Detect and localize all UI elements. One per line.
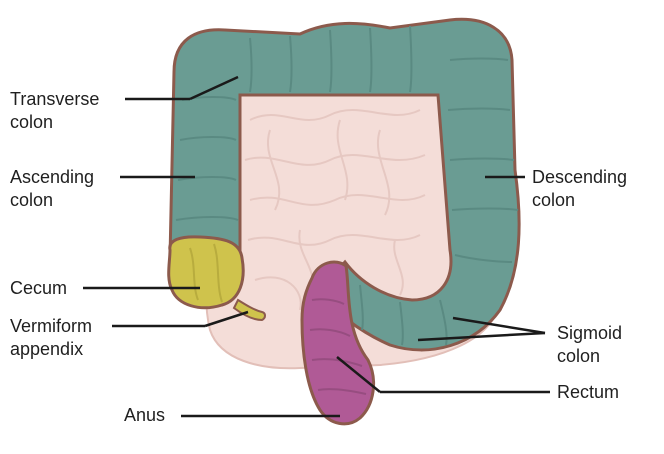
small-intestine	[205, 74, 501, 370]
leader-line-sigmoid-lower	[417, 331, 546, 342]
label-anus: Anus	[124, 405, 166, 425]
label-ascending-colon: Ascending colon	[10, 167, 95, 210]
label-rectum: Rectum	[557, 382, 620, 402]
label-vermiform-appendix: Vermiform appendix	[10, 316, 93, 359]
rectum	[300, 260, 375, 426]
cecum	[167, 235, 245, 310]
vermiform-appendix	[232, 298, 266, 322]
label-descending-colon: Descending colon	[532, 167, 628, 210]
label-sigmoid-colon: Sigmoid colon	[557, 323, 623, 366]
label-transverse-colon: Transverse colon	[10, 89, 100, 132]
leader-line-sigmoid-upper	[452, 316, 546, 335]
label-cecum: Cecum	[10, 278, 68, 298]
leader-line-transverse-diag	[189, 75, 239, 101]
leader-lines	[83, 75, 550, 418]
leader-line-vermiform-diag	[204, 310, 249, 328]
leader-line-rectum-diag	[336, 356, 381, 393]
